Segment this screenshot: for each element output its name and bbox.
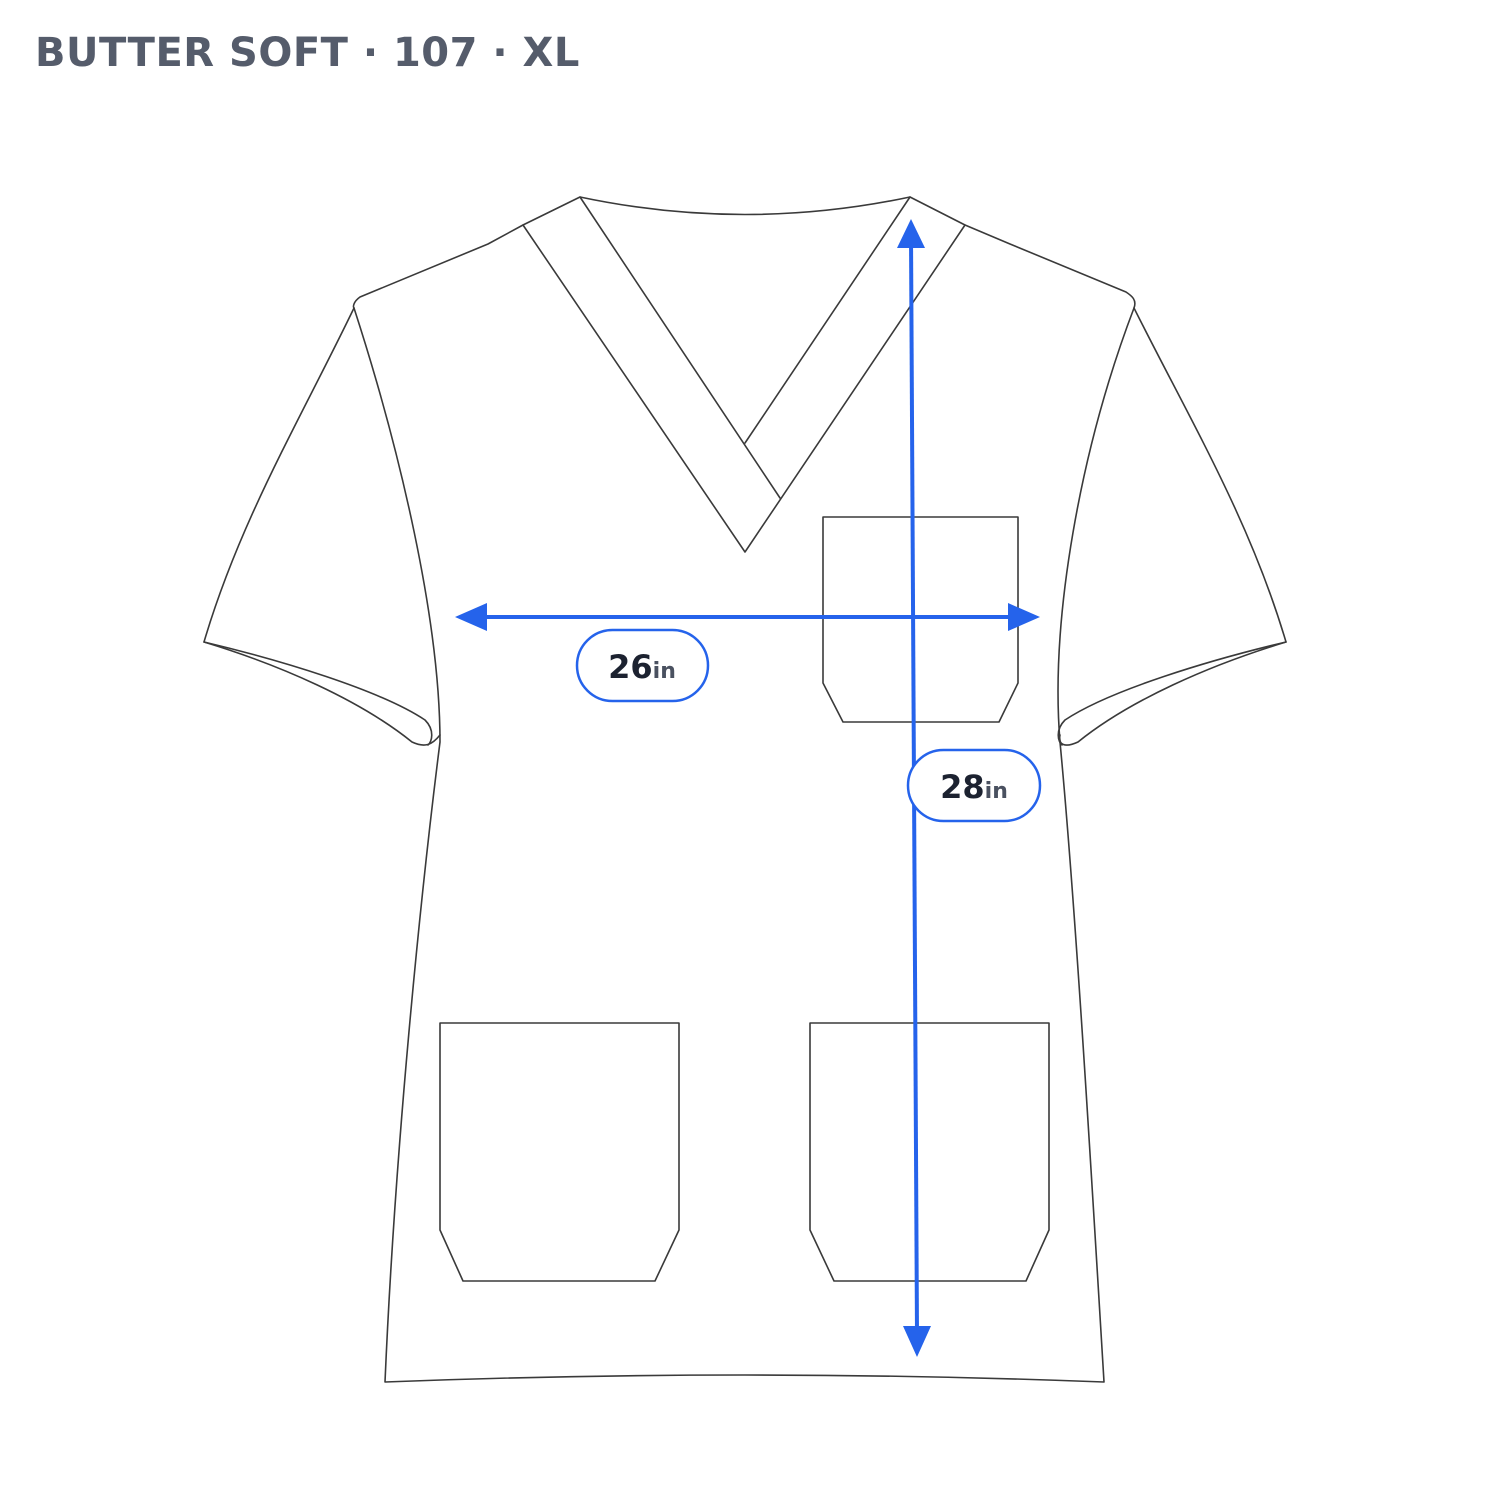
scrub-top-outline	[203, 196, 1287, 1383]
chest-pocket	[822, 516, 1019, 723]
v-neck-collar-inner	[579, 196, 781, 499]
length-arrow-bottom	[903, 1326, 931, 1357]
chest-unit: in	[653, 659, 676, 684]
length-label-pill	[906, 748, 1042, 823]
product-title: BUTTER SOFT · 107 · XL	[35, 30, 580, 76]
length-arrow-top	[897, 219, 925, 248]
length-label: 28in	[940, 768, 1008, 806]
chest-measurement: 26in	[455, 603, 1040, 703]
length-measurement: 28in	[897, 219, 1042, 1357]
garment-body	[352, 196, 1136, 1383]
chest-arrow-left	[455, 603, 487, 631]
left-sleeve-hem	[203, 641, 433, 746]
chest-label-pill	[575, 628, 710, 703]
left-sleeve	[203, 307, 441, 746]
chest-label: 26in	[608, 648, 676, 686]
v-neck-collar-inner-right	[744, 196, 911, 444]
right-sleeve	[1058, 307, 1287, 746]
right-sleeve-hem	[1057, 641, 1287, 746]
length-unit: in	[985, 779, 1008, 804]
chest-value: 26	[608, 648, 653, 686]
lower-left-pocket	[439, 1022, 680, 1282]
lower-right-pocket	[809, 1022, 1050, 1282]
length-value: 28	[940, 768, 985, 806]
v-neck-collar-outer	[522, 224, 966, 553]
chest-arrow-right	[1008, 603, 1040, 631]
